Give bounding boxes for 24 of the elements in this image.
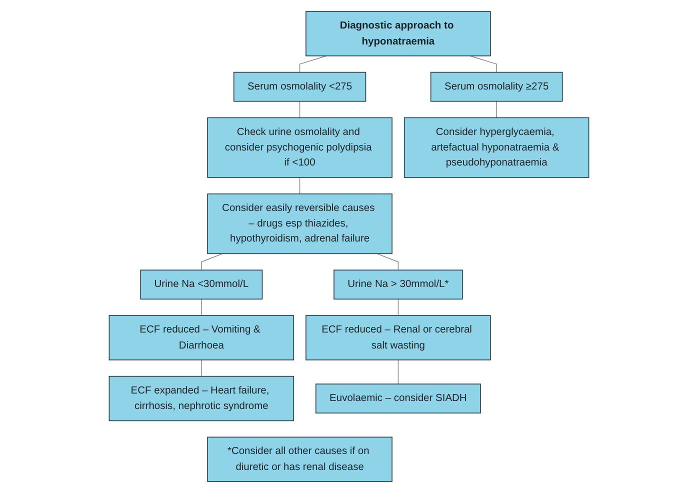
connector <box>201 360 202 377</box>
node-box: Urine Na > 30mmol/L* <box>334 270 463 300</box>
node-box: Urine Na <30mmol/L <box>140 270 263 300</box>
node-box: Consider easily reversible causes – drugs esp thiazides, hypothyroidism, adrenal failure <box>207 193 392 254</box>
connector <box>299 177 300 194</box>
connector <box>376 253 399 270</box>
node-box: ECF reduced – Renal or cerebral salt wasting <box>306 315 491 360</box>
node-box: Serum osmolality <275 <box>233 72 366 102</box>
node-box: *Consider all other causes if on diuretic or has renal disease <box>207 436 392 482</box>
node-box: Euvolaemic – consider SIADH <box>315 384 481 414</box>
connector <box>299 56 327 73</box>
connector <box>201 298 202 316</box>
node-box: ECF reduced – Vomiting & Diarrhoea <box>108 315 294 360</box>
node-box: Check urine osmolality and consider psychogenic polydipsia if <100 <box>207 117 392 178</box>
connector <box>398 360 399 384</box>
connector <box>201 253 223 270</box>
connector <box>496 100 497 118</box>
connector <box>299 100 300 118</box>
node-box: Serum osmolality ≥275 <box>430 72 563 102</box>
node-box: Diagnostic approach to hyponatraemia <box>306 11 491 56</box>
connector <box>470 56 497 73</box>
node-box: Consider hyperglycaemia, artefactual hyponatraemia & pseudohyponatraemia <box>404 117 590 178</box>
node-box: ECF expanded – Heart failure, cirrhosis, nephrotic syndrome <box>108 376 294 422</box>
connector <box>398 298 399 316</box>
